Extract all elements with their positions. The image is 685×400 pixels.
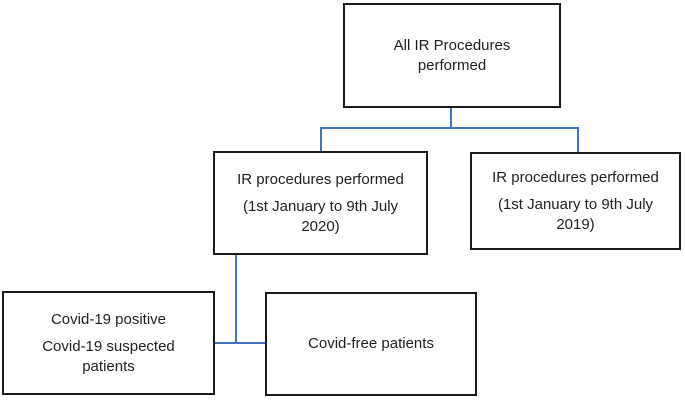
- node-all-ir-procedures: All IR Procedures performed: [343, 3, 561, 108]
- node-all-ir-procedures-label: All IR Procedures performed: [393, 37, 511, 74]
- connector-top-stem: [450, 107, 452, 129]
- node-ir-procedures-2019-daterange: (1st January to 9th July 2019): [497, 196, 654, 233]
- node-covid-free-patients-label: Covid-free patients: [308, 335, 434, 353]
- node-ir-procedures-2020: IR procedures performed (1st January to …: [213, 151, 428, 255]
- node-ir-procedures-2020-daterange: (1st January to 9th July 2020): [242, 198, 399, 235]
- connector-drop-to-2019: [577, 127, 579, 153]
- node-covid-suspected-label: Covid-19 suspected patients: [42, 338, 175, 375]
- connector-bottom-rail: [214, 342, 266, 344]
- connector-drop-to-2020: [320, 127, 322, 152]
- node-ir-procedures-2019: IR procedures performed (1st January to …: [470, 152, 681, 250]
- node-ir-procedures-2020-label: IR procedures performed: [237, 170, 404, 188]
- node-covid-free-patients: Covid-free patients: [265, 292, 477, 396]
- connector-top-rail: [320, 127, 579, 129]
- node-covid-positive-label: Covid-19 positive: [50, 310, 167, 328]
- node-ir-procedures-2019-label: IR procedures performed: [492, 168, 659, 186]
- connector-2020-stem: [235, 254, 237, 344]
- node-covid-patients: Covid-19 positive Covid-19 suspected pat…: [2, 291, 215, 395]
